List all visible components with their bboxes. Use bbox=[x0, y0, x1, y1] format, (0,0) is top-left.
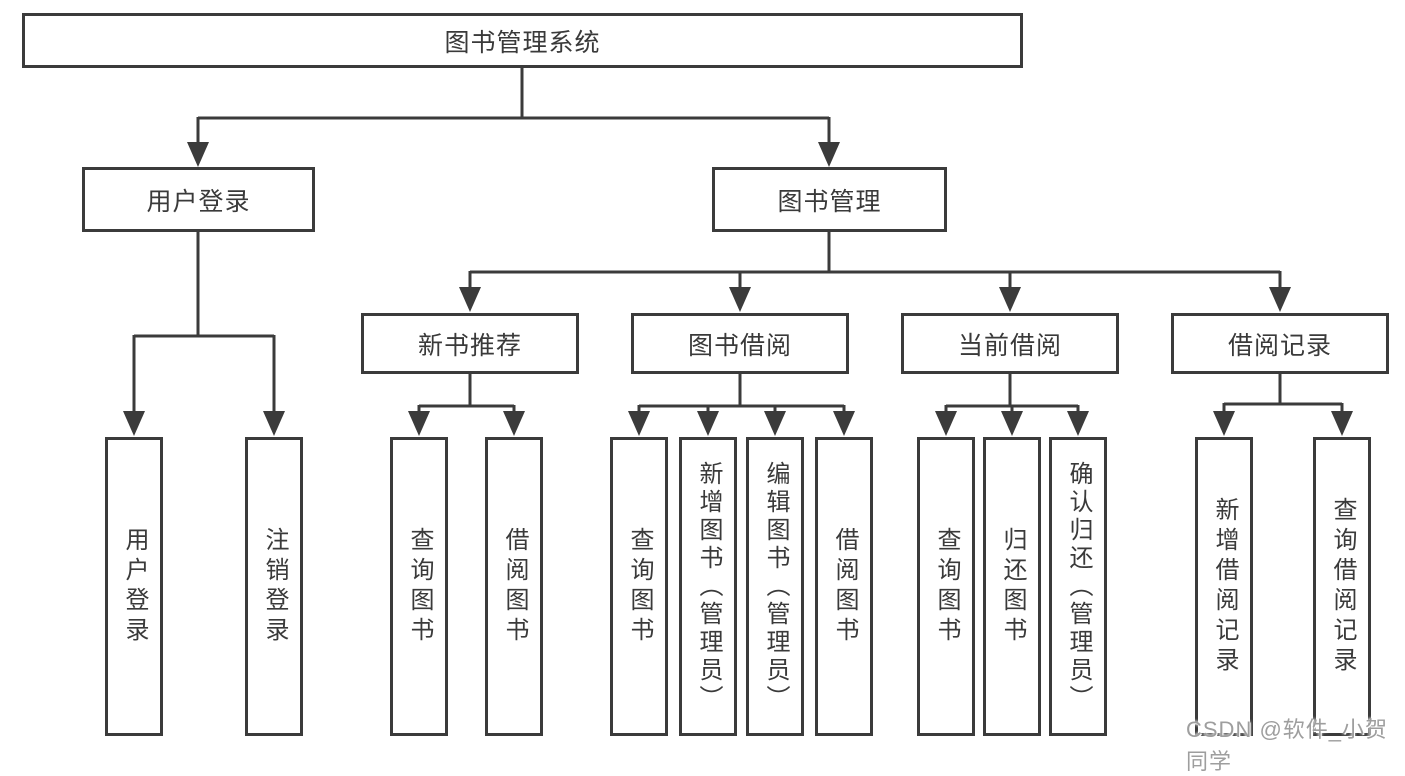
node-new-book-recommend: 新书推荐 bbox=[361, 313, 579, 374]
leaf-logout-label: 注销登录 bbox=[261, 526, 288, 647]
leaf-borrow-books-recommend-label: 借阅图书 bbox=[501, 526, 528, 647]
node-root: 图书管理系统 bbox=[22, 13, 1023, 68]
node-user-login: 用户登录 bbox=[82, 167, 315, 232]
leaf-query-borrow-record: 查询借阅记录 bbox=[1313, 437, 1371, 736]
leaf-add-borrow-record: 新增借阅记录 bbox=[1195, 437, 1253, 736]
leaf-add-borrow-record-label: 新增借阅记录 bbox=[1211, 496, 1238, 677]
node-current-borrow-label: 当前借阅 bbox=[957, 331, 1062, 360]
node-root-label: 图书管理系统 bbox=[444, 28, 601, 57]
leaf-query-books-recommend-label: 查询图书 bbox=[406, 526, 433, 647]
node-book-management: 图书管理 bbox=[712, 167, 947, 232]
leaf-query-books-current-label: 查询图书 bbox=[933, 526, 960, 647]
watermark: CSDN @软件_小贺同学 bbox=[1186, 717, 1389, 774]
leaf-confirm-return-admin-label: 确认归还（管理员） bbox=[1065, 460, 1092, 713]
leaf-logout: 注销登录 bbox=[245, 437, 303, 736]
leaf-query-books-recommend: 查询图书 bbox=[390, 437, 448, 736]
leaf-user-login: 用户登录 bbox=[105, 437, 163, 736]
leaf-query-books-borrow-label: 查询图书 bbox=[626, 526, 653, 647]
node-user-login-label: 用户登录 bbox=[146, 187, 251, 216]
node-book-management-label: 图书管理 bbox=[777, 187, 882, 216]
arrowheads bbox=[123, 142, 1353, 436]
node-borrow-records-label: 借阅记录 bbox=[1227, 331, 1332, 360]
node-current-borrow: 当前借阅 bbox=[901, 313, 1119, 374]
leaf-confirm-return-admin: 确认归还（管理员） bbox=[1049, 437, 1107, 736]
node-borrow-records: 借阅记录 bbox=[1171, 313, 1389, 374]
leaf-edit-book-admin-label: 编辑图书（管理员） bbox=[762, 460, 789, 713]
leaf-return-book: 归还图书 bbox=[983, 437, 1041, 736]
diagram-canvas: 图书管理系统 用户登录 图书管理 新书推荐 图书借阅 当前借阅 借阅记录 用户登… bbox=[22, 13, 1389, 774]
leaf-query-borrow-record-label: 查询借阅记录 bbox=[1329, 496, 1356, 677]
leaf-edit-book-admin: 编辑图书（管理员） bbox=[746, 437, 804, 736]
leaf-borrow-books-borrow: 借阅图书 bbox=[815, 437, 873, 736]
node-book-borrow: 图书借阅 bbox=[631, 313, 849, 374]
leaf-add-book-admin-label: 新增图书（管理员） bbox=[695, 460, 722, 713]
connector-lines bbox=[123, 68, 1353, 436]
node-new-book-recommend-label: 新书推荐 bbox=[417, 331, 522, 360]
node-book-borrow-label: 图书借阅 bbox=[687, 331, 792, 360]
leaf-user-login-label: 用户登录 bbox=[121, 526, 148, 647]
leaf-query-books-borrow: 查询图书 bbox=[610, 437, 668, 736]
leaf-add-book-admin: 新增图书（管理员） bbox=[679, 437, 737, 736]
leaf-query-books-current: 查询图书 bbox=[917, 437, 975, 736]
leaf-borrow-books-recommend: 借阅图书 bbox=[485, 437, 543, 736]
leaf-return-book-label: 归还图书 bbox=[999, 526, 1026, 647]
leaf-borrow-books-borrow-label: 借阅图书 bbox=[831, 526, 858, 647]
